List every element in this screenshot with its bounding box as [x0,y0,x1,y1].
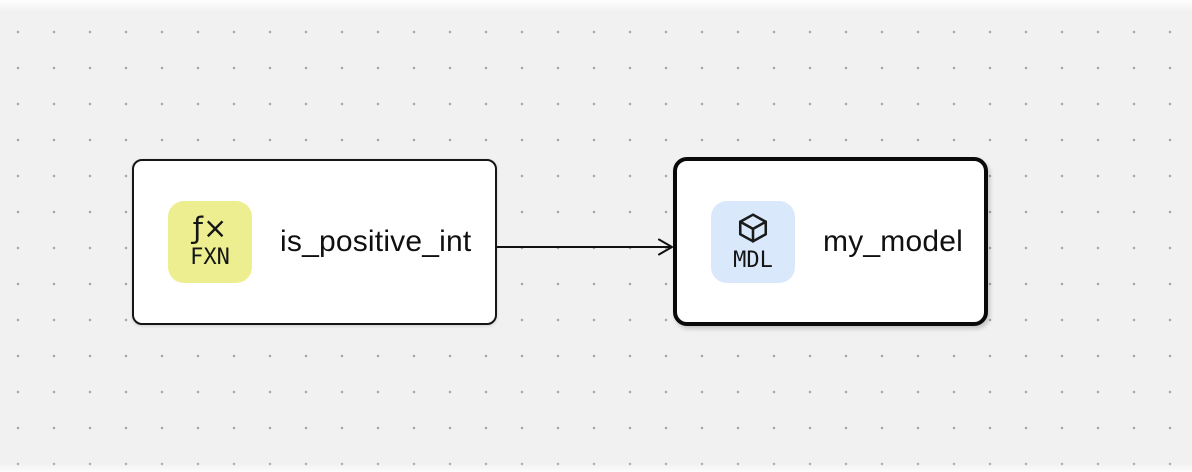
model-badge: MDL [711,200,795,283]
node-is-positive-int[interactable]: ƒ× FXN is_positive_int [132,159,497,325]
edge-arrowhead-icon [658,238,673,256]
cube-icon [736,210,770,246]
edge-arrow[interactable] [497,238,673,256]
badge-type-label: FXN [190,244,230,270]
function-icon: ƒ× [192,210,228,245]
badge-type-label: MDL [733,247,773,273]
node-label: my_model [823,224,963,258]
node-my-model[interactable]: MDL my_model [673,157,988,326]
function-badge: ƒ× FXN [168,201,252,283]
node-label: is_positive_int [280,225,472,258]
